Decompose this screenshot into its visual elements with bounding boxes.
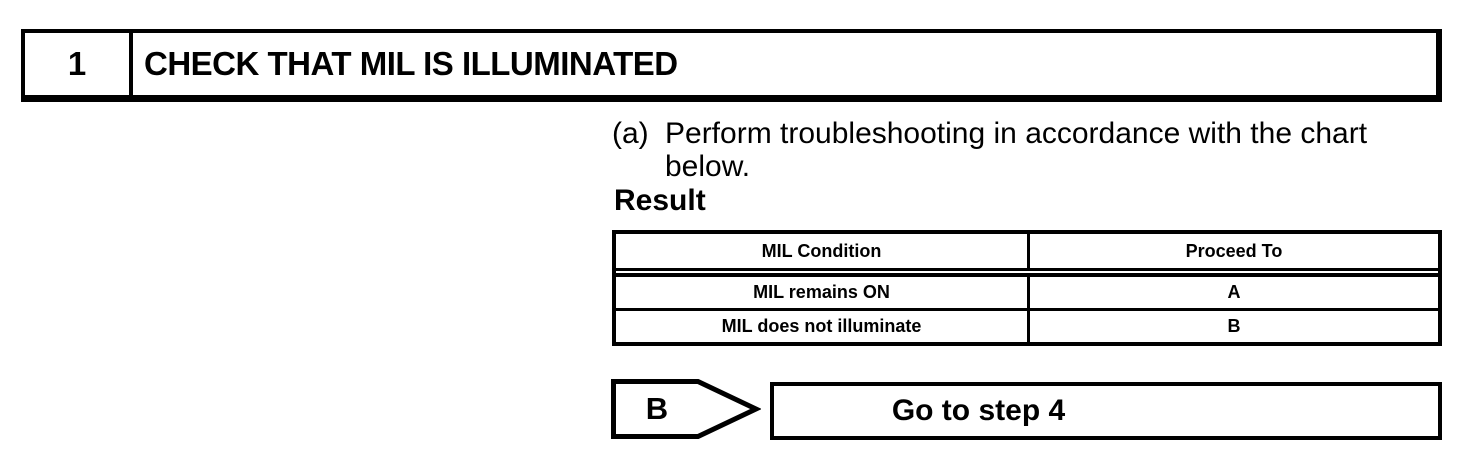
branch-pentagon-icon (611, 379, 761, 439)
branch-label: B (645, 391, 669, 426)
step-number: 1 (25, 33, 133, 95)
goto-action-text: Go to step 4 (891, 394, 1066, 427)
table-row: MIL remains ON A (616, 277, 1438, 311)
result-table: MIL Condition Proceed To MIL remains ON … (612, 230, 1442, 346)
step-title: CHECK THAT MIL IS ILLUMINATED (144, 45, 678, 82)
table-double-rule (616, 268, 1438, 277)
table-header-proceed-to: Proceed To (1027, 234, 1438, 268)
result-heading: Result (614, 184, 706, 217)
table-cell-proceed-to: A (1027, 277, 1438, 308)
step-header: 1 CHECK THAT MIL IS ILLUMINATED (21, 29, 1442, 102)
table-cell-condition: MIL remains ON (753, 282, 890, 302)
table-header-row: MIL Condition Proceed To (616, 234, 1438, 268)
goto-action-box: Go to step 4 (770, 382, 1442, 440)
table-header-mil-condition: MIL Condition (761, 240, 882, 261)
table-row: MIL does not illuminate B (616, 311, 1438, 342)
table-cell-proceed-to: B (1027, 311, 1438, 342)
instruction-text: Perform troubleshooting in accordance wi… (665, 117, 1368, 183)
instruction-marker: (a) (612, 117, 649, 150)
instruction-item-a: (a) Perform troubleshooting in accordanc… (612, 117, 1407, 183)
table-cell-condition: MIL does not illuminate (721, 316, 922, 336)
